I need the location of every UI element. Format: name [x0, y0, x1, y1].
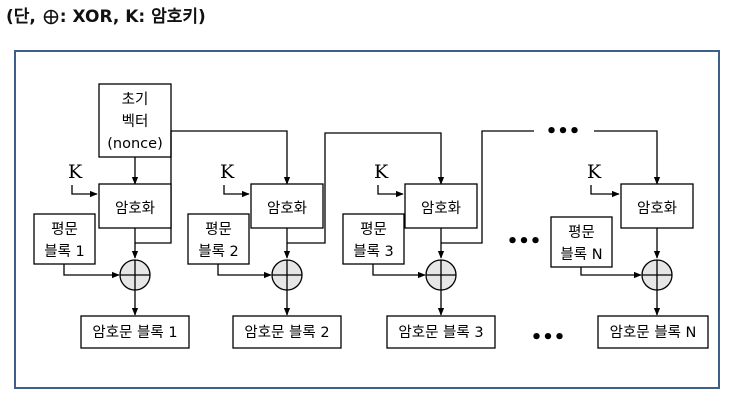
top-ellipsis: •••	[546, 121, 581, 142]
plaintext-box-3	[342, 213, 405, 265]
encrypt-label-2: 암호화	[267, 200, 307, 217]
ciphertext-label-3: 암호문 블록 3	[398, 324, 483, 341]
feedback-line-2	[287, 132, 445, 244]
feedback-line-4	[594, 130, 661, 185]
encrypt-label-1: 암호화	[115, 200, 155, 217]
plaintext-arrow-1	[63, 264, 120, 279]
plaintext-arrow-3	[372, 264, 426, 279]
mid-ellipsis: •••	[507, 231, 542, 252]
key-arrow-1	[71, 185, 98, 198]
key-arrow-2	[223, 185, 250, 198]
stage-2: K 암호화 평문 블록 2 암호문 블록 2	[187, 161, 342, 349]
ciphertext-box-2	[232, 315, 342, 349]
iv-line-1: 초기	[122, 91, 149, 108]
plaintext-line-3-1: 평문	[360, 221, 387, 238]
stage-1: K 암호화 평문 블록 1 암호문 블록 1	[33, 161, 190, 349]
plaintext-line-2-1: 평문	[205, 221, 232, 238]
key-arrow-3	[377, 185, 404, 198]
plaintext-line-3-2: 블록 3	[353, 243, 394, 260]
encrypt-box-3	[404, 183, 478, 229]
stage-3: K 암호화 평문 블록 3 암호문 블록 3	[342, 161, 496, 349]
ciphertext-box-n	[597, 315, 709, 349]
caption-suffix: : XOR, K: 암호키)	[59, 7, 206, 27]
feedback-line-1	[135, 130, 291, 244]
ciphertext-box-3	[386, 315, 496, 349]
xor-node-2	[271, 259, 303, 291]
plaintext-arrow-n	[580, 267, 642, 279]
bottom-ellipsis: •••	[531, 327, 566, 348]
plaintext-line-n-1: 평문	[568, 224, 595, 241]
xor-node-1	[119, 259, 151, 291]
ciphertext-label-n: 암호문 블록 N	[610, 324, 697, 341]
stage-n: K 암호화 평문 블록 N 암호문 블록 N	[550, 161, 709, 349]
plaintext-box-n	[550, 216, 613, 268]
ciphertext-label-2: 암호문 블록 2	[244, 324, 329, 341]
ciphertext-box-1	[80, 315, 190, 349]
plaintext-line-1-2: 블록 1	[44, 243, 85, 260]
iv-box: 초기 벡터 (nonce)	[98, 83, 172, 158]
plaintext-line-1-1: 평문	[51, 221, 78, 238]
key-arrow-n	[590, 185, 620, 198]
key-label-n: K	[587, 161, 602, 183]
plaintext-box-1	[33, 213, 96, 265]
plaintext-line-2-2: 블록 2	[198, 243, 239, 260]
key-label-1: K	[68, 161, 83, 183]
xor-node-n	[641, 259, 673, 291]
caption-prefix: (단,	[6, 7, 36, 27]
plaintext-arrow-2	[217, 264, 272, 279]
iv-line-2: 벡터	[122, 113, 149, 130]
encrypt-box-1	[98, 183, 172, 229]
encrypt-box-n	[620, 183, 694, 229]
plaintext-line-n-2: 블록 N	[560, 246, 602, 263]
xor-node-3	[425, 259, 457, 291]
diagram-frame	[14, 50, 720, 389]
key-label-3: K	[374, 161, 389, 183]
encrypt-label-n: 암호화	[637, 200, 677, 217]
encrypt-box-2	[250, 183, 324, 229]
ciphertext-label-1: 암호문 블록 1	[92, 324, 177, 341]
feedback-line-3	[441, 130, 534, 244]
key-label-2: K	[220, 161, 235, 183]
caption: (단, : XOR, K: 암호키)	[6, 4, 206, 30]
xor-symbol-icon	[43, 9, 59, 25]
encrypt-label-3: 암호화	[421, 200, 461, 217]
iv-line-3: (nonce)	[107, 136, 162, 152]
